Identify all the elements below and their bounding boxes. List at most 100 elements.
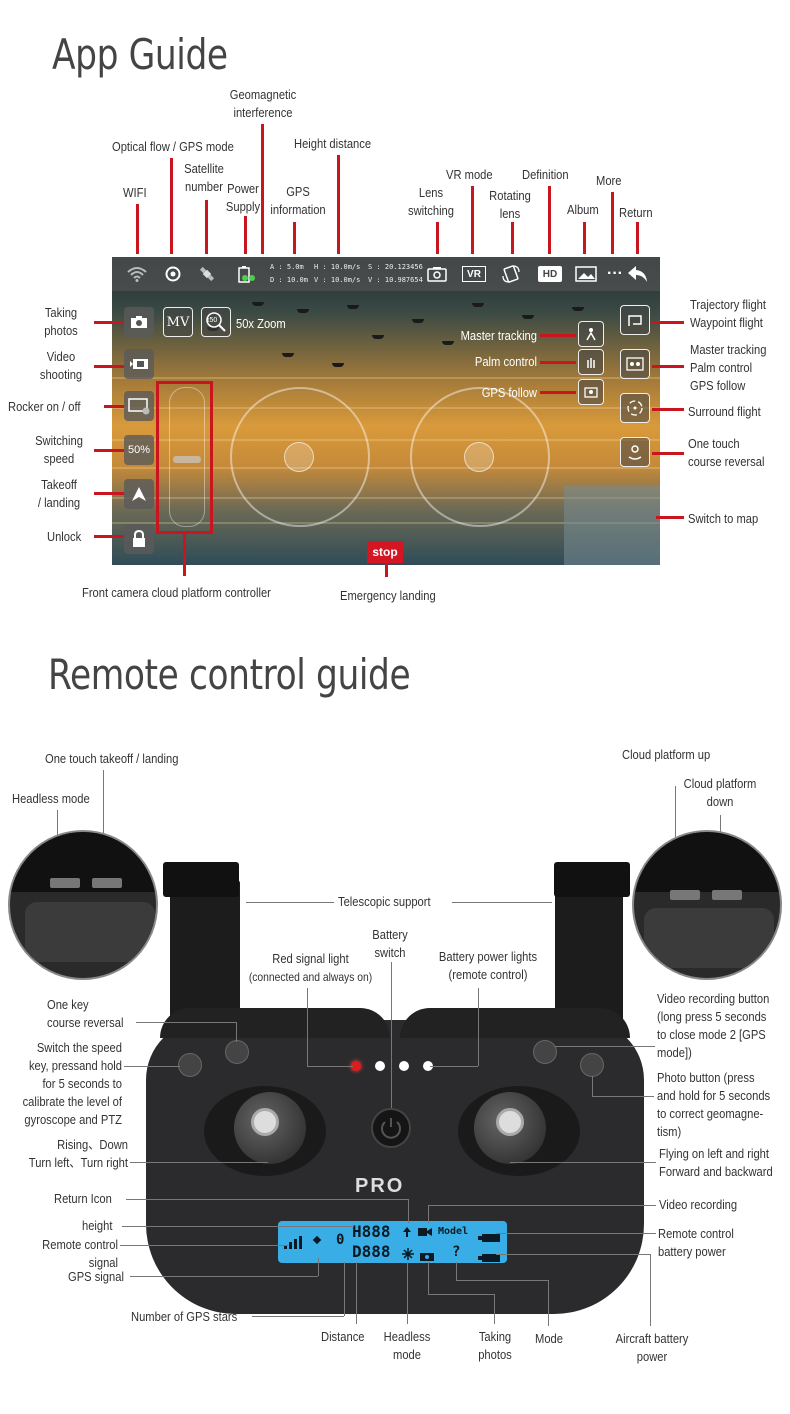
label-wifi: WIFI xyxy=(123,185,147,200)
battery-light-3 xyxy=(423,1061,433,1071)
zoom-right-shoulder xyxy=(632,830,782,980)
stop-button[interactable]: stop xyxy=(367,541,403,563)
left-joystick[interactable] xyxy=(230,387,370,527)
right-joystick-knob[interactable] xyxy=(464,442,494,472)
label-front-camera: Front camera cloud platform controller xyxy=(82,585,271,600)
unlock-button[interactable] xyxy=(124,524,154,554)
right-antenna-tip xyxy=(554,862,630,897)
album-icon[interactable] xyxy=(574,263,598,285)
course-reversal-key[interactable] xyxy=(225,1040,249,1064)
video-shooting-button[interactable] xyxy=(124,349,154,379)
label-optical-flow: Optical flow / GPS mode xyxy=(112,139,234,154)
label-return: Return xyxy=(619,205,653,220)
label-taking-photos-rc: Taking photos xyxy=(478,1329,512,1362)
battery-power-button[interactable] xyxy=(371,1108,411,1148)
lcd-return-icon xyxy=(402,1225,412,1243)
label-course-reversal: One touch course reversal xyxy=(688,436,765,469)
label-switch-map: Switch to map xyxy=(688,511,759,526)
hd-button[interactable]: HD xyxy=(538,266,562,282)
left-stick-cap[interactable] xyxy=(251,1108,279,1136)
lcd-distance: D888 xyxy=(352,1242,391,1261)
palm-control-button[interactable] xyxy=(578,349,604,375)
left-joystick-knob[interactable] xyxy=(284,442,314,472)
gimbal-slider-handle[interactable] xyxy=(173,456,201,463)
label-switching-speed: Switching speed xyxy=(35,433,83,466)
zoom-icon[interactable] xyxy=(201,307,231,337)
remote-guide-title: Remote control guide xyxy=(48,650,411,699)
label-flying: Flying on left and right Forward and bac… xyxy=(659,1146,773,1179)
lcd-height: H888 xyxy=(352,1222,391,1241)
battery-light-1 xyxy=(375,1061,385,1071)
lcd-gps-stars: 0 xyxy=(336,1232,345,1248)
right-antenna xyxy=(555,880,623,1030)
video-record-key[interactable] xyxy=(533,1040,557,1064)
more-icon[interactable]: ··· xyxy=(607,265,623,282)
label-takeoff-landing: Takeoff / landing xyxy=(37,477,81,510)
label-gps-info: GPS information xyxy=(270,184,326,217)
label-master-group: Master tracking Palm control GPS follow xyxy=(690,342,767,393)
tracking-mode-button[interactable] xyxy=(620,349,650,379)
red-signal-light xyxy=(351,1061,361,1071)
speed-switch-button[interactable] xyxy=(178,1053,202,1077)
course-reversal-button[interactable] xyxy=(620,437,650,467)
label-trajectory: Trajectory flight Waypoint flight xyxy=(690,297,767,330)
label-cloud-down: Cloud platform down xyxy=(683,776,757,809)
trajectory-flight-button[interactable] xyxy=(620,305,650,335)
satellite-icon xyxy=(196,263,218,285)
brand-label: PRO xyxy=(355,1175,405,1197)
mini-map[interactable] xyxy=(564,485,660,565)
palm-control-text: Palm control xyxy=(474,354,537,369)
label-switch-speed: Switch the speed key, pressand hold for … xyxy=(22,1040,122,1127)
label-taking-photos: Taking photos xyxy=(44,305,78,338)
label-headless-top: Headless mode xyxy=(12,791,90,806)
label-definition: Definition xyxy=(522,167,569,182)
lcd-headless-icon xyxy=(402,1247,414,1265)
label-aircraft-battery: Aircraft battery power xyxy=(615,1331,689,1364)
zoom-text: 50x Zoom xyxy=(236,316,286,331)
gimbal-slider[interactable] xyxy=(169,387,205,527)
battery-light-2 xyxy=(399,1061,409,1071)
vr-mode-button[interactable]: VR xyxy=(462,266,486,282)
rc-signal-icon xyxy=(284,1235,306,1249)
mv-button[interactable]: MV xyxy=(163,307,193,337)
label-red-signal: Red signal light xyxy=(272,951,349,966)
optical-flow-icon[interactable] xyxy=(162,263,184,285)
label-return-icon: Return Icon xyxy=(54,1191,112,1206)
return-icon[interactable] xyxy=(626,263,650,285)
label-rc-signal: Remote control signal xyxy=(42,1237,118,1270)
label-video-recording: Video recording xyxy=(659,1197,738,1212)
right-stick-cap[interactable] xyxy=(496,1108,524,1136)
lens-switching-icon[interactable] xyxy=(426,263,448,285)
master-tracking-button[interactable] xyxy=(578,321,604,347)
label-satellite: Satellite number xyxy=(184,161,224,194)
label-one-key-reversal: One key course reversal xyxy=(47,997,124,1030)
label-distance: Distance xyxy=(321,1329,365,1344)
master-tracking-text: Master tracking xyxy=(460,328,537,343)
takeoff-landing-button[interactable] xyxy=(124,479,154,509)
label-height: height xyxy=(82,1218,113,1233)
rotating-lens-icon[interactable] xyxy=(500,263,522,285)
photo-key[interactable] xyxy=(580,1053,604,1077)
label-rc-battery: Remote control battery power xyxy=(658,1226,734,1259)
lcd-aircraft-battery-icon xyxy=(478,1249,502,1267)
take-photo-button[interactable] xyxy=(124,307,154,337)
label-surround: Surround flight xyxy=(688,404,761,419)
wifi-icon xyxy=(126,263,148,285)
telemetry-a: A : 5.0m xyxy=(270,263,304,271)
right-joystick[interactable] xyxy=(410,387,550,527)
label-red-signal-sub: (connected and always on) xyxy=(248,970,373,984)
label-gps-stars: Number of GPS stars xyxy=(131,1309,238,1324)
surround-flight-button[interactable] xyxy=(620,393,650,423)
telemetry-s: S : 20.123456 xyxy=(368,263,423,271)
label-battery-lights: Battery power lights (remote control) xyxy=(438,949,538,982)
rocker-toggle[interactable] xyxy=(124,391,154,421)
gps-signal-icon xyxy=(310,1233,324,1252)
label-battery-switch: Battery switch xyxy=(372,927,408,960)
label-rotating-lens: Rotating lens xyxy=(489,188,531,221)
app-guide-title: App Guide xyxy=(52,30,228,79)
label-emergency: Emergency landing xyxy=(340,588,436,603)
speed-button[interactable]: 50% xyxy=(124,435,154,465)
gps-follow-button[interactable] xyxy=(578,379,604,405)
lcd-model: Model xyxy=(438,1226,469,1237)
lcd-display: 0 H888 D888 Model ? xyxy=(278,1221,507,1263)
